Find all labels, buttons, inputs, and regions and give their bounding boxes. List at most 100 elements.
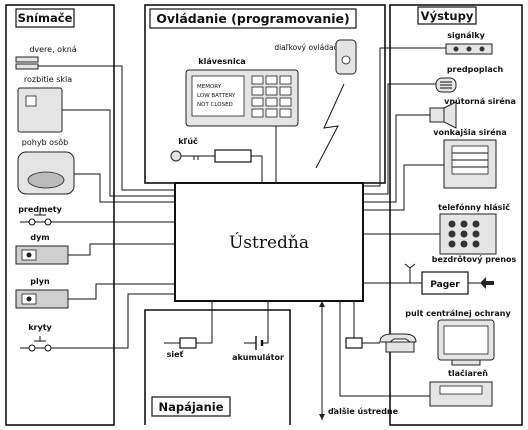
dialer-key-icon-1 xyxy=(448,220,456,228)
output-wireless-label: bezdrôtový prenos xyxy=(432,254,517,264)
tel-dialer-keys-icon xyxy=(448,220,480,248)
dialer-key-icon-2 xyxy=(460,220,468,228)
radio-bolt-icon xyxy=(315,83,345,169)
pager-label: Pager xyxy=(430,280,460,290)
sensor-covers-label: kryty xyxy=(28,323,52,332)
sensor-glass-label: rozbitie skla xyxy=(24,75,72,84)
central-unit-label: Ústredňa xyxy=(229,232,309,253)
indoor-siren-horn-icon xyxy=(443,101,457,129)
telephone-base-icon xyxy=(385,341,415,353)
contact-pin-icon xyxy=(28,218,36,226)
dialer-key-icon-8 xyxy=(460,240,468,248)
wire-prealarm xyxy=(363,83,436,195)
output-signal-label: signálky xyxy=(447,31,485,40)
control-title-box xyxy=(149,8,357,29)
sensor-motion-label: pohyb osôb xyxy=(22,137,68,147)
outputs-frame xyxy=(389,4,523,426)
signal-lamp-icon-2 xyxy=(466,46,472,52)
keypad-key-icon-3 xyxy=(279,75,292,85)
sensors-title: Snímače xyxy=(18,11,73,25)
keypad-keys-icon xyxy=(251,75,292,118)
wire-smoke xyxy=(68,243,175,256)
wire-glass xyxy=(62,109,175,197)
wire-signal xyxy=(363,47,446,187)
keypad-display-icon xyxy=(191,75,245,117)
wire-key xyxy=(251,155,263,183)
keypad-display-line-2: LOW BATTERY xyxy=(197,93,236,99)
keypad-key-icon-4 xyxy=(251,86,264,96)
keypad-display-line-3: NOT CLOSED xyxy=(197,102,233,108)
central-unit-box xyxy=(174,182,364,302)
keypad-label: klávesnica xyxy=(198,57,245,66)
keypad-key-icon-9 xyxy=(279,97,292,107)
modem-box xyxy=(345,337,363,349)
magnet-contact-icon xyxy=(15,56,39,63)
telephone-icon xyxy=(379,333,417,343)
power-frame xyxy=(144,309,291,425)
glass-break-icon xyxy=(17,87,63,133)
signal-lamp-icon-3 xyxy=(479,46,485,52)
output-tel-dialer-label: telefónny hlásič xyxy=(438,202,510,212)
wire-mains xyxy=(196,301,213,344)
sensor-objects-label: predmety xyxy=(18,205,62,214)
power-title-box xyxy=(151,396,231,417)
output-indoor-siren-label: vnútorná siréna xyxy=(444,96,516,106)
printer-slot-icon xyxy=(439,385,483,395)
gas-led-icon xyxy=(26,296,32,302)
remote-label-1: diaľkový ovládač xyxy=(274,43,337,52)
keypad-key-icon-1 xyxy=(251,75,264,85)
sensor-doors-label: dvere, okná xyxy=(29,45,76,54)
wire-outdoor-siren xyxy=(363,164,444,211)
keypad-key-icon-10 xyxy=(251,108,264,118)
wire-indoor-siren xyxy=(363,114,430,203)
power-mains-label: sieť xyxy=(167,350,185,359)
wire-battery xyxy=(262,301,269,344)
output-outdoor-siren-label: vonkajšia siréna xyxy=(433,127,507,137)
dialer-key-icon-3 xyxy=(472,220,480,228)
power-battery-label: akumulátor xyxy=(232,353,284,362)
pir-lens-icon xyxy=(27,171,65,189)
keypad-key-icon-8 xyxy=(265,97,278,107)
keypad-key-icon-6 xyxy=(279,86,292,96)
key-head-icon xyxy=(170,150,182,162)
arrow-right-icon xyxy=(480,277,494,289)
key-icon xyxy=(170,150,200,162)
covers-pin-icon xyxy=(28,344,36,352)
tel-dialer-icon xyxy=(439,213,497,255)
sensor-gas-label: plyn xyxy=(30,277,50,286)
covers-pin-icon-2 xyxy=(44,344,52,352)
dialer-key-icon-4 xyxy=(448,230,456,238)
smoke-led-icon xyxy=(26,252,32,258)
mains-adapter-box xyxy=(179,337,197,349)
dialer-key-icon-9 xyxy=(472,240,480,248)
sensors-title-box xyxy=(15,8,75,28)
remote-button-icon xyxy=(341,55,351,65)
dialer-key-icon-7 xyxy=(448,240,456,248)
dialer-key-icon-6 xyxy=(472,230,480,238)
control-title: Ovládanie (programovanie) xyxy=(156,11,349,26)
monitor-stand-icon xyxy=(451,359,481,366)
output-central-desk-label: pult centrálnej ochrany xyxy=(405,309,511,318)
output-other-panels-label: ďalšie ústredne xyxy=(328,406,399,416)
glass-break-mic-icon xyxy=(25,95,37,107)
indoor-siren-icon xyxy=(429,107,445,123)
outputs-title: Výstupy xyxy=(421,9,474,23)
keypad-key-icon-5 xyxy=(265,86,278,96)
wire-printer xyxy=(339,301,430,397)
sensors-frame xyxy=(5,4,115,426)
monitor-screen-icon xyxy=(443,325,489,355)
dialer-key-icon-5 xyxy=(460,230,468,238)
signal-lamp-icon-1 xyxy=(453,46,459,52)
wire-covers xyxy=(64,293,175,349)
magnet-contact-icon-2 xyxy=(15,63,39,70)
contact-pin-icon-2 xyxy=(44,218,52,226)
keypad-display-line-1: MEMORY xyxy=(197,84,222,90)
outputs-title-box xyxy=(417,6,477,25)
wire-gas xyxy=(68,283,175,300)
key-switch-box xyxy=(214,149,252,163)
arrow-down-icon xyxy=(319,414,325,420)
wire-antenna xyxy=(409,275,422,284)
output-printer-label: tlačiareň xyxy=(448,368,488,378)
